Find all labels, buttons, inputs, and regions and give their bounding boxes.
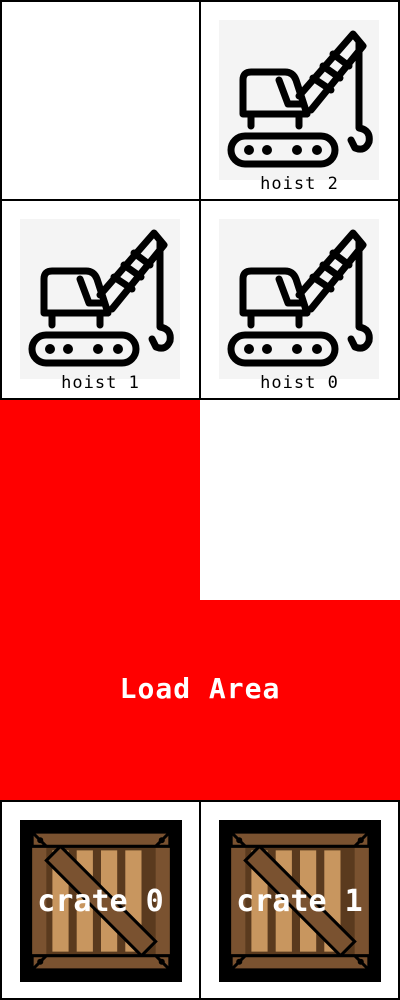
crate-icon bbox=[219, 820, 381, 982]
hoist-label: hoist 2 bbox=[260, 174, 339, 194]
crane-icon bbox=[28, 229, 174, 367]
empty-cell[interactable] bbox=[0, 0, 200, 200]
crate-label: crate 0 bbox=[37, 884, 164, 919]
load-area[interactable]: Load Area bbox=[0, 400, 400, 800]
crane-icon bbox=[227, 30, 373, 168]
load-area-label: Load Area bbox=[119, 672, 281, 705]
hoist-label: hoist 1 bbox=[61, 373, 140, 393]
crate-label: crate 1 bbox=[236, 884, 363, 919]
crate-icon bbox=[20, 820, 182, 982]
crate-cell-0[interactable]: crate 0 bbox=[0, 800, 200, 1000]
crate-cell-1[interactable]: crate 1 bbox=[200, 800, 400, 1000]
hoist-label: hoist 0 bbox=[260, 373, 339, 393]
hoist-cell-0[interactable]: hoist 0 bbox=[200, 200, 400, 400]
hoist-cell-2[interactable]: hoist 2 bbox=[200, 0, 400, 200]
load-area-shape bbox=[0, 400, 400, 800]
crane-icon bbox=[227, 229, 373, 367]
hoist-cell-1[interactable]: hoist 1 bbox=[0, 200, 200, 400]
